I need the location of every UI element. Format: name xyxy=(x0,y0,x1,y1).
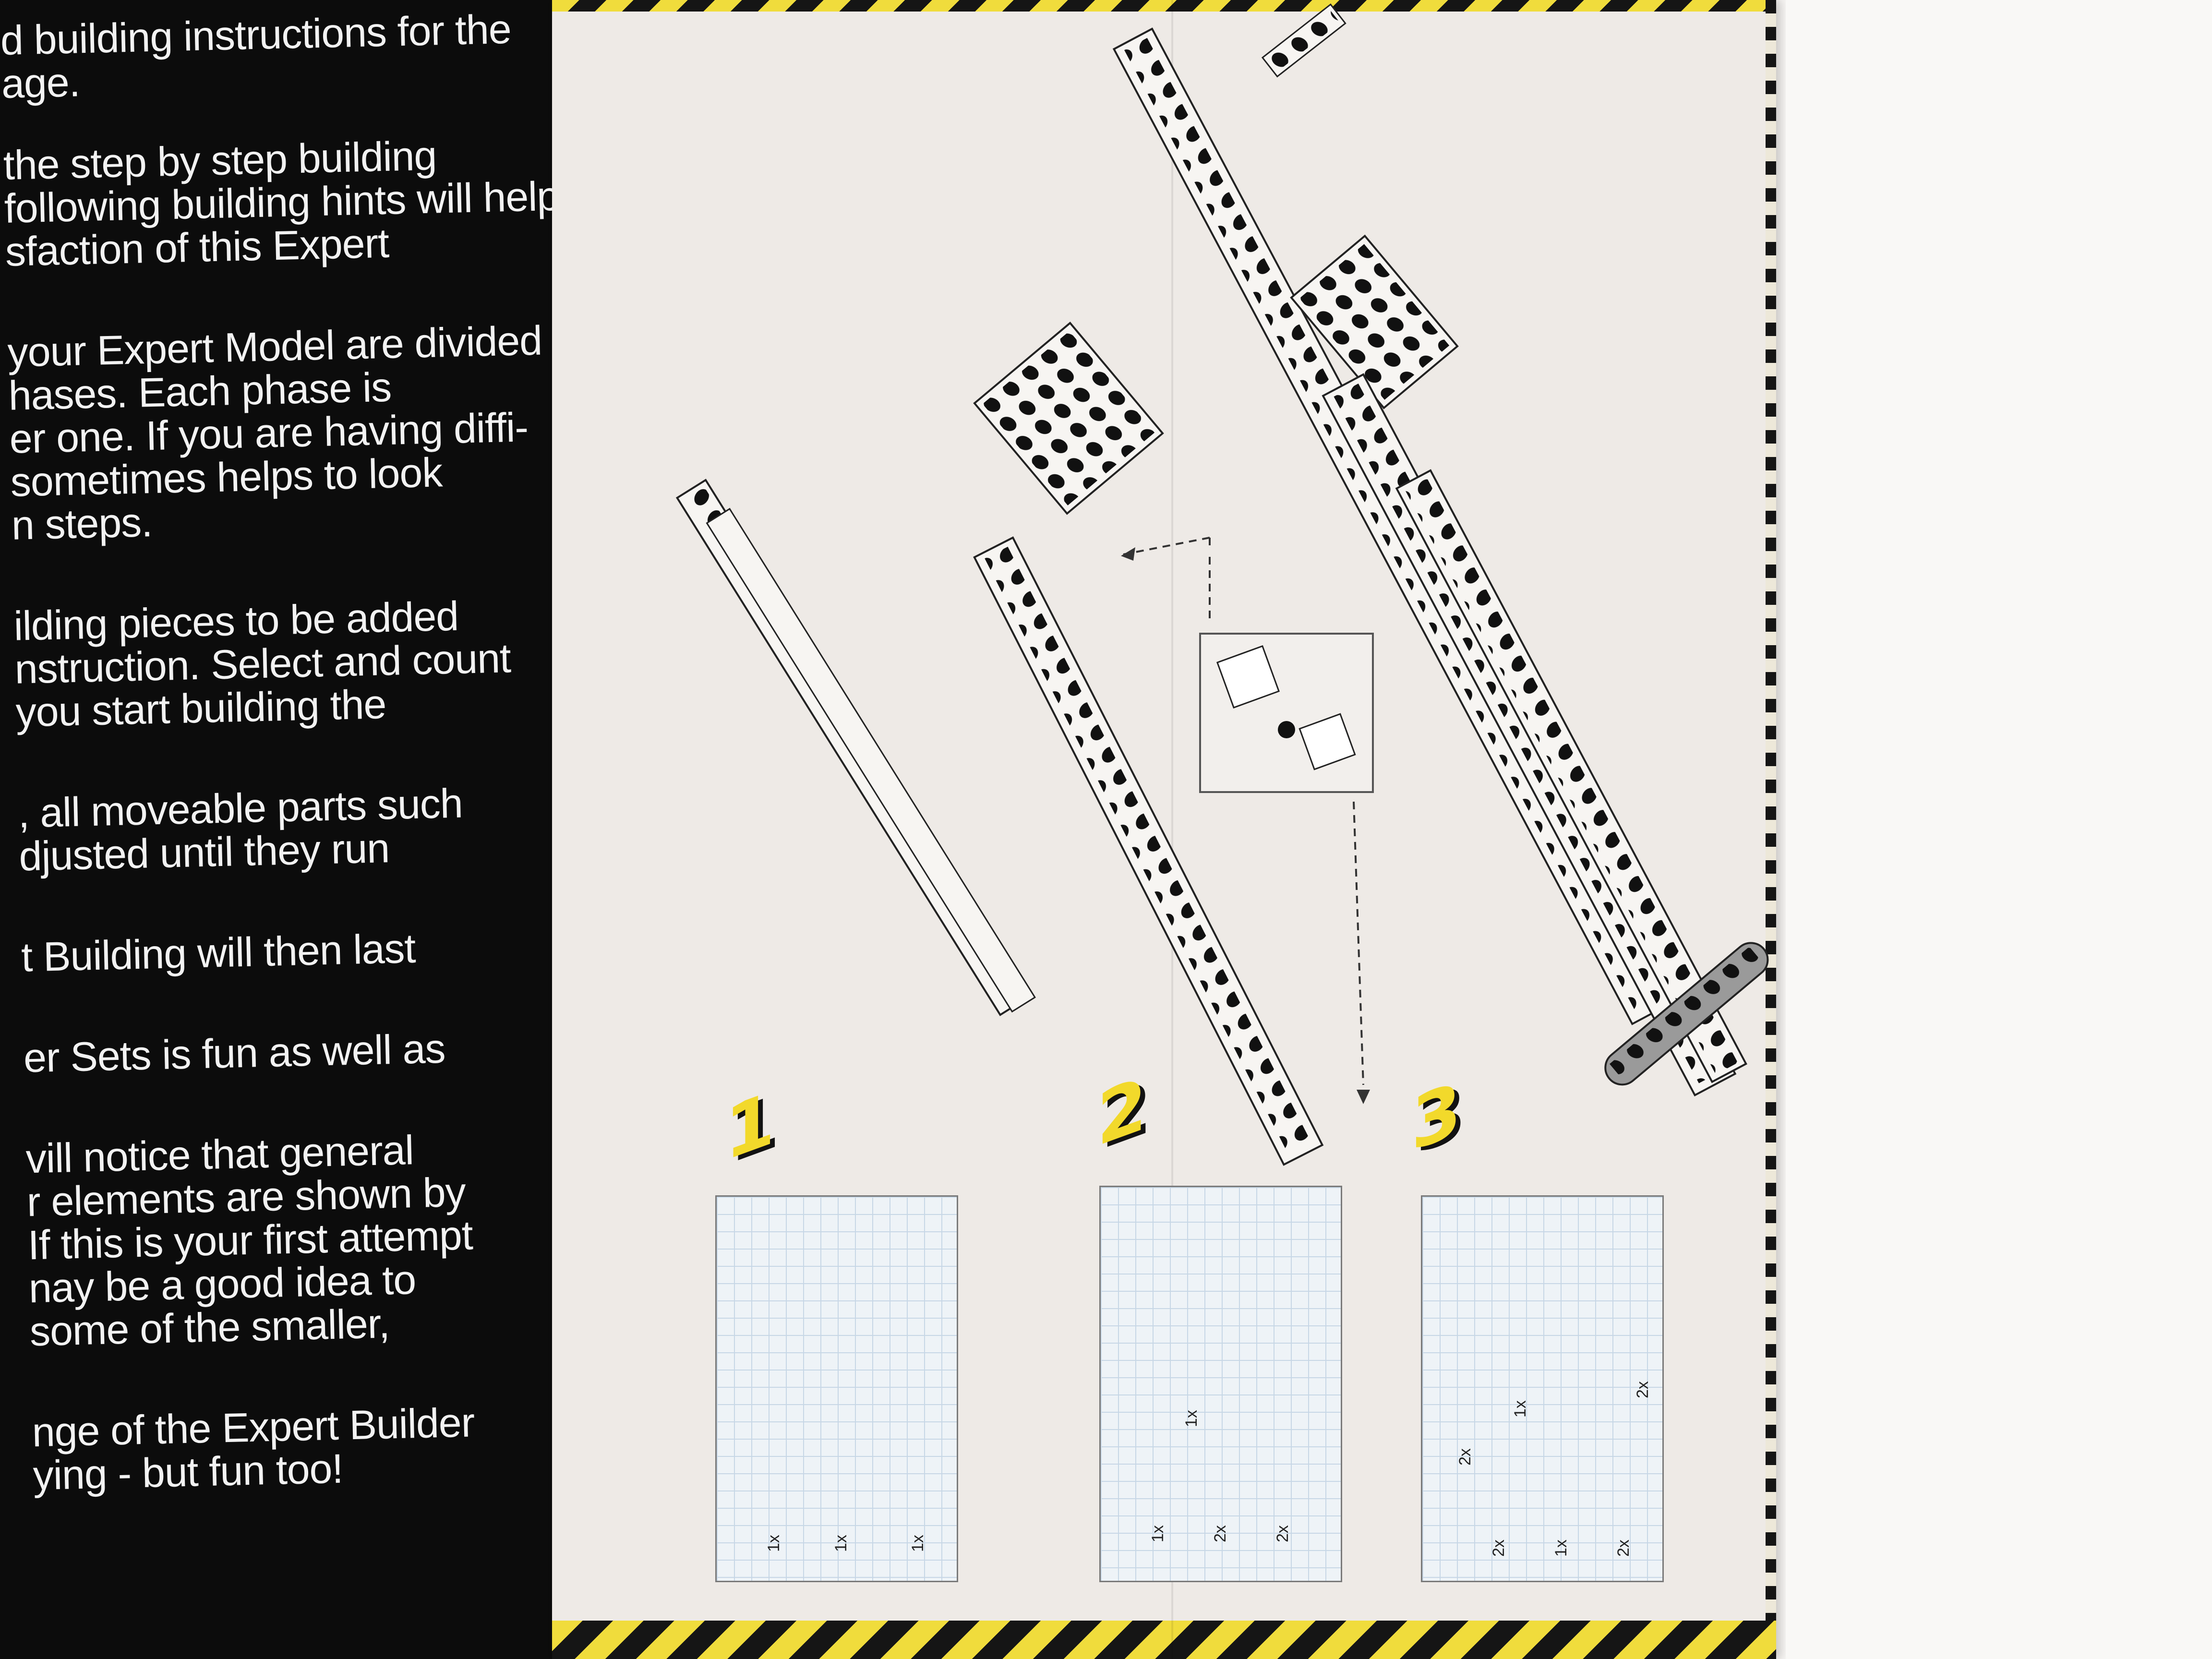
part-quantity: 1x xyxy=(909,1535,927,1552)
part-quantity: 2x xyxy=(1634,1381,1652,1398)
part-quantity: 1x xyxy=(1511,1400,1529,1418)
text-line: t Building will then last xyxy=(21,925,416,981)
hint-paragraph: vill notice that general r elements are … xyxy=(25,1125,597,1355)
part-quantity: 1x xyxy=(1552,1539,1570,1557)
parts-list-step-1: 1x 1x 1x xyxy=(715,1195,958,1582)
detail-inset xyxy=(1199,633,1374,793)
hint-paragraph: d building instructions for the age. xyxy=(0,6,568,107)
part-quantity: 2x xyxy=(1614,1539,1633,1557)
part-quantity: 1x xyxy=(832,1535,850,1552)
page-fold xyxy=(1171,0,1173,1659)
part-quantity: 1x xyxy=(1149,1525,1167,1542)
beam-part xyxy=(706,507,1036,1013)
part-quantity: 2x xyxy=(1211,1525,1229,1542)
hint-paragraph: , all moveable parts such djusted until … xyxy=(17,779,586,880)
hazard-stripe-bottom xyxy=(552,1621,1776,1659)
assembly-diagram xyxy=(675,3,1769,1166)
hint-paragraph: the step by step building following buil… xyxy=(3,131,572,275)
part-quantity: 2x xyxy=(1456,1448,1474,1466)
text-line: er Sets is fun as well as xyxy=(23,1025,446,1082)
parts-list-step-2: 1x 1x 2x 2x xyxy=(1099,1186,1342,1582)
parts-list-step-3: 1x 2x 2x 2x 1x 2x xyxy=(1421,1195,1664,1582)
part-quantity: 1x xyxy=(765,1535,783,1552)
part-quantity: 1x xyxy=(1182,1410,1201,1427)
hint-paragraph: nge of the Expert Builder ying - but fun… xyxy=(32,1398,600,1499)
page-edge-stripe xyxy=(1766,0,1776,1659)
beam-part xyxy=(1261,3,1346,78)
beam-part xyxy=(973,536,1324,1166)
building-hints-text: d building instructions for the age. the… xyxy=(0,6,602,1603)
beam-part xyxy=(1395,469,1747,1083)
hint-paragraph: er Sets is fun as well as xyxy=(23,1024,590,1082)
instruction-text-page: d building instructions for the age. the… xyxy=(0,0,590,1659)
plate-part xyxy=(973,322,1164,515)
part-quantity: 2x xyxy=(1274,1525,1292,1542)
hint-paragraph: ilding pieces to be added nstruction. Se… xyxy=(13,592,583,736)
liftarm-part xyxy=(1604,942,1769,1086)
hazard-stripe-top xyxy=(552,0,1776,12)
instruction-diagram-page: 1 2 3 1x 1x 1x 1x 1x 2x 2x 1x 2x 2x 2x 1… xyxy=(552,0,1776,1659)
table-surface xyxy=(1786,0,2212,1659)
plate-part xyxy=(1290,234,1459,409)
hint-paragraph: t Building will then last xyxy=(21,923,588,981)
part-quantity: 2x xyxy=(1490,1539,1508,1557)
hint-paragraph: your Expert Model are divided hases. Eac… xyxy=(7,318,578,549)
